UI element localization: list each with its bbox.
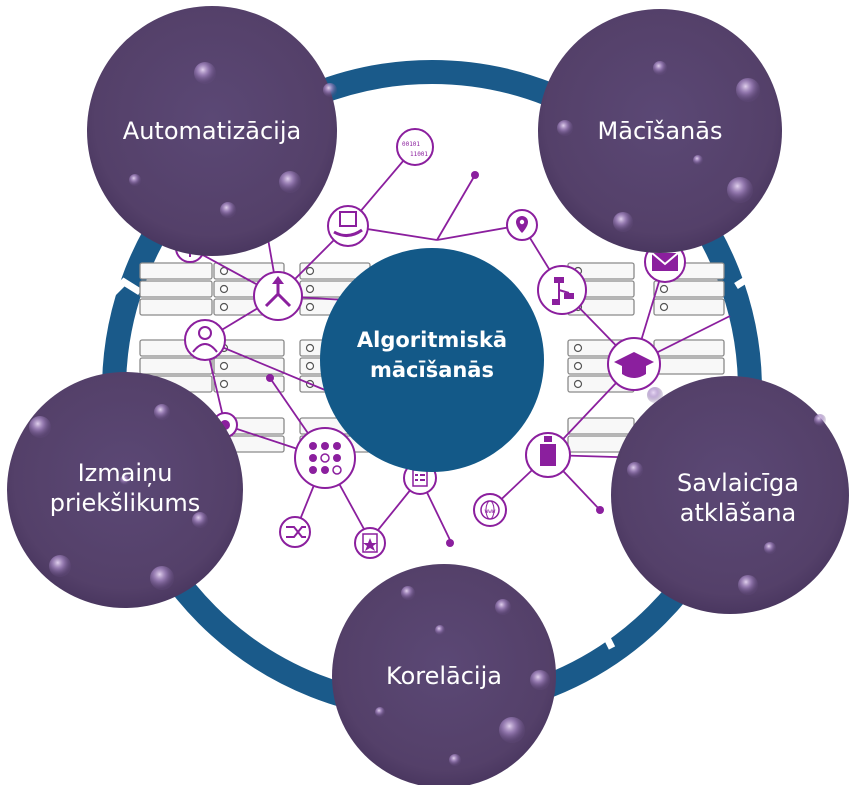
label-detection: Savlaicīga atklāšana [677, 468, 799, 528]
center-label-line1: Algoritmiskā [356, 328, 508, 352]
node-detection [611, 376, 849, 614]
outer-nodes [7, 6, 849, 788]
label-correlation: Korelācija [386, 662, 502, 690]
label-detection-line1: Savlaicīga [677, 469, 799, 497]
www-text: www [485, 508, 496, 515]
center-label-line2: mācīšanās [369, 358, 494, 382]
binary-icon [396, 128, 434, 166]
ring-chevron [107, 277, 142, 299]
ring-chevron [599, 615, 623, 650]
icon-text: 00101 11001 www [402, 141, 496, 515]
label-detection-line2: atklāšana [679, 499, 797, 527]
label-automatization: Automatizācija [122, 117, 302, 145]
binary-text-bottom: 11001 [410, 151, 428, 158]
center-label: Algoritmiskā mācīšanās [357, 325, 507, 385]
binary-text-top: 00101 [402, 141, 420, 148]
node-automatization [87, 6, 337, 256]
center-node [320, 248, 544, 472]
ring-chevron [263, 609, 285, 642]
label-suggestions-line1: Izmaiņu [77, 459, 173, 487]
node-suggestions [7, 372, 243, 608]
server-indicators [219, 266, 669, 389]
decorative-bubbles [29, 61, 826, 766]
ring-chevron [429, 27, 449, 57]
label-learning: Mācīšanās [597, 117, 723, 145]
label-suggestions: Izmaiņu priekšlikums [50, 458, 201, 518]
ring-chevron [734, 259, 758, 289]
node-learning [538, 9, 782, 253]
shuffle-icon [279, 516, 311, 548]
label-suggestions-line2: priekšlikums [49, 489, 201, 517]
